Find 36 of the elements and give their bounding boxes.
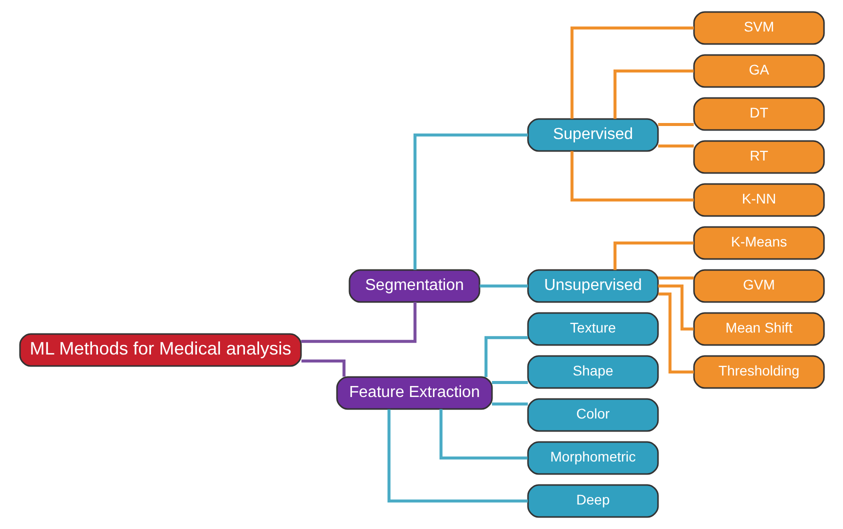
- node-box: Supervised: [526, 118, 658, 152]
- node-box: Feature Extraction: [336, 376, 492, 410]
- connector: [387, 409, 528, 502]
- connector: [439, 409, 528, 460]
- connector: [658, 284, 694, 330]
- node-box: SVM: [692, 11, 824, 45]
- node-box: GVM: [692, 269, 824, 303]
- connector: [492, 402, 528, 406]
- connector: [658, 144, 694, 148]
- node-box: K-NN: [692, 183, 824, 217]
- node-box: Deep: [526, 484, 658, 518]
- node-box: Texture: [526, 312, 658, 346]
- node-box: Shape: [526, 355, 658, 389]
- node-box: K-Means: [692, 226, 824, 260]
- connector: [658, 276, 694, 280]
- node-box: Color: [526, 398, 658, 432]
- node-box: Mean Shift: [692, 312, 824, 346]
- node-box: Morphometric: [526, 441, 658, 475]
- node-box: ML Methods for Medical analysis: [18, 333, 302, 367]
- connector: [613, 70, 694, 119]
- node-box: Segmentation: [348, 269, 480, 303]
- connector: [492, 381, 528, 384]
- node-box: GA: [692, 54, 824, 88]
- node-box: Unsupervised: [526, 269, 658, 303]
- connector: [484, 336, 528, 377]
- connector: [300, 302, 416, 343]
- connector: [570, 26, 694, 119]
- connector: [658, 123, 694, 126]
- node-box: Thresholding: [692, 355, 824, 389]
- connector: [570, 151, 694, 202]
- connector: [658, 292, 694, 374]
- node-box: RT: [692, 140, 824, 174]
- connector: [413, 134, 528, 270]
- connector: [479, 284, 528, 288]
- node-box: DT: [692, 97, 824, 131]
- connector: [613, 242, 694, 270]
